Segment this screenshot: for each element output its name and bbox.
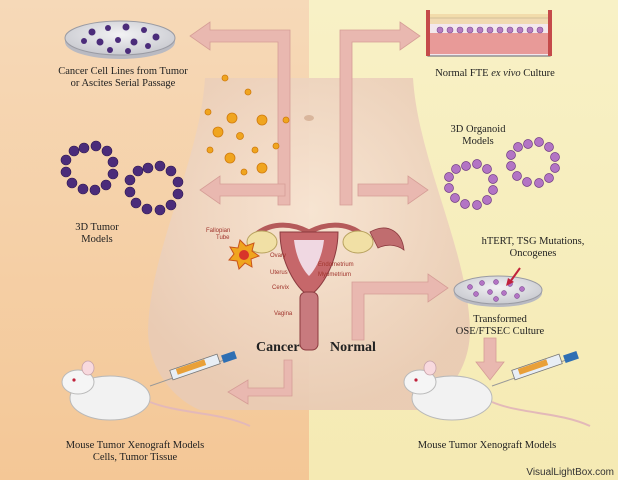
organoid-label: 3D Organoid Models <box>438 124 518 148</box>
uterus-anatomy <box>246 222 405 351</box>
cancer-cell-dish <box>64 20 176 59</box>
mouse-right-label: Mouse Tumor Xenograft Models <box>417 440 557 451</box>
tumor-3d-line2: Models <box>81 234 113 245</box>
htert-label: hTERT, TSG Mutations, Oncogenes <box>468 236 598 260</box>
organoid-line2: Models <box>462 136 494 147</box>
arrow-down-right <box>475 337 505 381</box>
anatomy-fallopian-line2: Tube <box>216 235 230 241</box>
anatomy-vagina-label: Vagina <box>274 311 293 317</box>
cancer-cells-cluster <box>204 74 290 176</box>
mouse-right <box>403 360 591 427</box>
syringe-left <box>149 350 237 387</box>
tumor-3d-line1: 3D Tumor <box>75 222 119 233</box>
anatomy-fallopian-line1: Fallopian <box>206 228 231 234</box>
organoid-ring-1 <box>444 159 498 210</box>
mouse-left-line1: Mouse Tumor Xenograft Models <box>65 440 205 451</box>
normal-fte-italic: ex vivo <box>491 68 521 79</box>
anatomy-uterus-label: Uterus <box>270 270 288 276</box>
arrows-group <box>189 21 505 405</box>
transformed-line2: OSE/FTSEC Culture <box>455 326 545 337</box>
fte-culture-dish <box>426 10 552 57</box>
organoid-ring-2 <box>506 137 560 188</box>
cancer-cell-lines-line2: or Ascites Serial Passage <box>70 78 176 89</box>
mouse-left-line2: Cells, Tumor Tissue <box>92 452 178 463</box>
htert-line1: hTERT, TSG Mutations, <box>481 236 585 247</box>
transformed-culture-dish <box>453 267 543 307</box>
watermark: VisualLightBox.com <box>526 467 614 478</box>
normal-fte-text: Normal FTE <box>435 68 492 79</box>
organoid-line1: 3D Organoid <box>450 124 506 135</box>
arrow-to-fte <box>339 21 421 206</box>
arrow-to-mouse-left <box>227 359 293 405</box>
mouse-left <box>61 360 251 427</box>
normal-fte-text-end: Culture <box>520 68 555 79</box>
normal-label: Normal <box>330 340 376 355</box>
cancer-cell-lines-label: Cancer Cell Lines from Tumor or Ascites … <box>38 66 208 90</box>
anatomy-cervix-label: Cervix <box>272 285 290 291</box>
transformed-line1: Transformed <box>473 314 527 325</box>
mouse-left-label: Mouse Tumor Xenograft Models Cells, Tumo… <box>40 440 230 464</box>
cancer-cell-lines-line1: Cancer Cell Lines from Tumor <box>58 66 188 77</box>
anatomy-ovary-label: Ovary <box>270 253 287 259</box>
arrow-to-organoid <box>357 175 429 205</box>
anatomy-endometrium-label: Endometrium <box>318 262 354 268</box>
navel <box>304 115 314 121</box>
arrow-to-transformed <box>351 273 449 341</box>
tumor-burst-icon <box>228 239 261 270</box>
tumor-ring-1 <box>60 140 119 196</box>
htert-line2: Oncogenes <box>509 248 557 259</box>
arrow-to-3d-tumor <box>199 175 286 205</box>
tumor-3d-label: 3D Tumor Models <box>62 222 132 246</box>
tumor-ring-2 <box>124 160 184 216</box>
syringe-right <box>491 350 579 387</box>
anatomy-myometrium-label: Myometrium <box>318 272 352 278</box>
anatomy-fallopian-label: Fallopian Tube <box>206 228 230 242</box>
cancer-label: Cancer <box>256 340 300 355</box>
normal-fte-label: Normal FTE ex vivo Culture <box>420 68 570 80</box>
transformed-label: Transformed OSE/FTSEC Culture <box>440 314 560 338</box>
